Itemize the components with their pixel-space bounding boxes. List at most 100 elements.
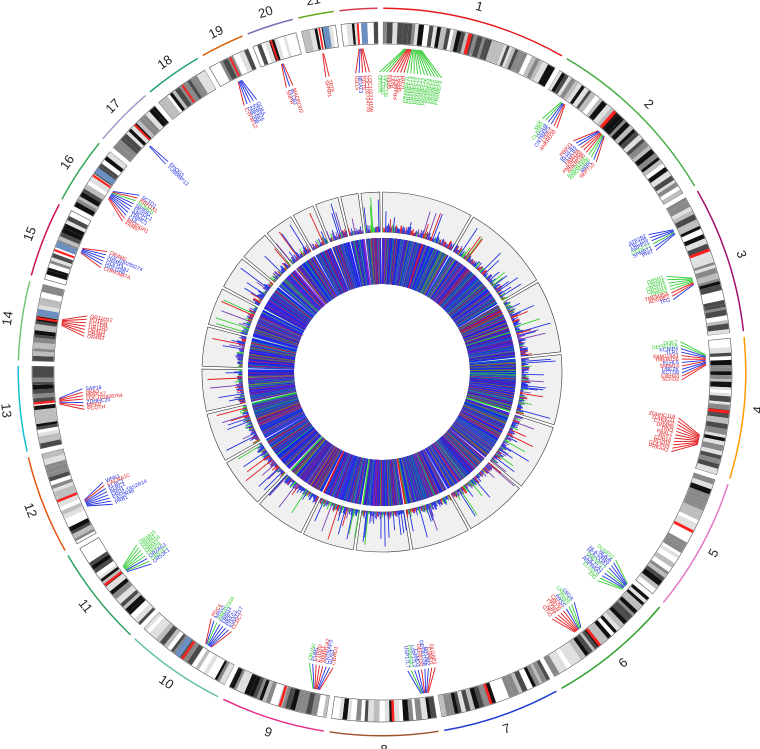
gene-cluster-chr-15: CHRFAM7AGOLGA6GOLGA8JOR4N4LOC100289274OR… xyxy=(80,247,143,282)
gene-label: LOC101928764 xyxy=(86,393,123,402)
chr-label-1: 1 xyxy=(474,0,485,14)
gene-label: OR5K4 xyxy=(648,278,666,289)
gene-label: DOK7 xyxy=(663,339,678,346)
line-track-chr-8 xyxy=(355,509,411,553)
gene-label: XKR xyxy=(533,119,544,131)
heatmap-chr-3 xyxy=(458,304,516,363)
gene-cluster-chr-4: DOK7DEFB131AKCNIP4TLR1FAM114A1TMEM156KLH… xyxy=(652,339,707,383)
gene-label: PRB1 xyxy=(114,495,129,506)
line-track-chr-16 xyxy=(223,258,274,306)
ideogram-chr-2 xyxy=(548,70,684,205)
gene-label: PUM1 xyxy=(311,646,320,662)
gene-label: FBXL7 xyxy=(656,428,673,437)
gene-label: PRKAA1 xyxy=(648,443,669,454)
chr-band-16 xyxy=(61,142,100,200)
ideogram-chr-8 xyxy=(331,695,437,723)
heatmap-chr-19 xyxy=(315,248,349,296)
chr-band-22 xyxy=(339,7,378,12)
chr-label-18: 18 xyxy=(154,52,174,73)
gene-label: CTNND2 xyxy=(653,418,675,428)
gene-label: CSMD1 xyxy=(425,647,434,666)
gene-label: PTPRD xyxy=(314,644,324,663)
chr-label-9: 9 xyxy=(263,724,274,740)
gene-label: PRAMEF4 xyxy=(424,79,434,104)
ideogram-chr-1 xyxy=(382,21,556,88)
gene-label: PLCB1 xyxy=(287,89,298,107)
gene-cluster-chr-8: DLGAP2CSMD1MYOM2DEFB103BDEFB130CSMD3USP1… xyxy=(402,640,437,694)
ideogram-chr-9 xyxy=(228,666,330,718)
gene-label: DLGAP2 xyxy=(428,644,438,665)
gene-label: MYOM2 xyxy=(422,646,431,666)
ideogram-chr-15 xyxy=(44,210,92,286)
gene-label: PRAMEF21 xyxy=(414,77,424,105)
ideogram-chr-20 xyxy=(252,32,302,68)
gene-label: CDH18 xyxy=(654,434,672,444)
chr-label-2: 2 xyxy=(641,96,657,112)
gene-label: PRAMEF15 xyxy=(411,77,420,105)
heatmap-chr-22 xyxy=(365,238,382,285)
gene-label: WNK1 xyxy=(105,473,121,484)
ideogram-chr-4 xyxy=(695,337,733,475)
line-track-chr-18 xyxy=(266,216,312,265)
gene-label: CNTNAP3 xyxy=(324,639,334,664)
heatmap-chr-16 xyxy=(263,287,314,331)
ideogram-chr-17 xyxy=(112,105,170,163)
gene-label: SAP18 xyxy=(85,385,102,392)
gene-label: PRAMEF22 xyxy=(418,78,428,106)
gene-label: PRAMEF6 xyxy=(430,80,440,105)
ideogram-chr-16 xyxy=(73,151,128,217)
gene-label: CWH43 xyxy=(661,373,679,379)
chromosome-color-bands xyxy=(17,7,747,737)
line-track-chr-3 xyxy=(503,282,562,357)
line-track-chr-14 xyxy=(201,326,247,368)
chr-band-15 xyxy=(30,204,60,276)
gene-label: PAX7 xyxy=(390,75,396,88)
chr-band-8 xyxy=(329,730,439,737)
line-track-chr-1 xyxy=(382,191,472,251)
gene-label: OR11H12 xyxy=(90,314,114,324)
line-track-chr-5 xyxy=(489,414,554,487)
line-track-chr-20 xyxy=(315,197,349,243)
ideogram-chr-6 xyxy=(543,583,650,677)
gene-label: OR4Q3 xyxy=(88,327,106,335)
gene-label: KANK1 xyxy=(318,645,327,663)
heatmap-chr-4 xyxy=(465,358,517,412)
gene-cluster-chr-12: PRB1TAS2R46PRH1-TAS2R14PRH1KLRC1KLRC2CAC… xyxy=(84,472,148,507)
heatmap-chr-11 xyxy=(266,415,322,470)
gene-cluster-chr-11: OR52K1OR51E1OR2AG1OR4C6OR4X1OR5D16OR4B1O… xyxy=(122,529,171,573)
gene-label: SMARCA2 xyxy=(321,638,332,664)
gene-label: DNAH5 xyxy=(656,422,675,431)
ideogram-ring xyxy=(31,21,733,723)
gene-label: PRAMEF11 xyxy=(402,76,410,104)
gene-label: FAM86B1 xyxy=(405,645,413,668)
heatmap-chr-12 xyxy=(251,392,306,439)
gene-label: DEFB103B xyxy=(417,640,427,667)
ideogram-chr-19 xyxy=(209,48,257,87)
chr-label-10: 10 xyxy=(156,672,176,693)
gene-label: KLHL5 xyxy=(663,360,679,367)
gene-label: PRAMEF13 xyxy=(405,76,414,104)
ideogram-chr-12 xyxy=(41,448,97,545)
gene-label: LOC102724770 xyxy=(363,75,371,112)
gene-label: DEFB130 xyxy=(415,644,424,667)
line-track-chr-2 xyxy=(452,216,538,301)
gene-label: KCNIP4 xyxy=(659,346,678,353)
heatmap-chr-1 xyxy=(381,237,449,296)
line-track-chr-7 xyxy=(405,494,469,550)
chr-label-8: 8 xyxy=(380,742,387,749)
gene-cluster-chr-16: FAM57NR3SGR1COLTRIMC1ABCC1PDXDC1NPIPA1NO… xyxy=(108,190,159,235)
chr-band-13 xyxy=(17,366,28,452)
chr-label-6: 6 xyxy=(615,655,630,671)
line-track-chr-4 xyxy=(515,354,563,426)
gene-cluster-chr-2: PRR21PLGLB1PLGLB2FAM23AANKRD36BANKRD36AN… xyxy=(559,130,605,181)
chr-band-19 xyxy=(202,35,243,57)
gene-label: PCOTH xyxy=(87,404,106,412)
gene-label: SCFD2 xyxy=(662,377,679,383)
gene-label: SPEN xyxy=(387,75,393,90)
line-track-ring xyxy=(201,191,563,553)
